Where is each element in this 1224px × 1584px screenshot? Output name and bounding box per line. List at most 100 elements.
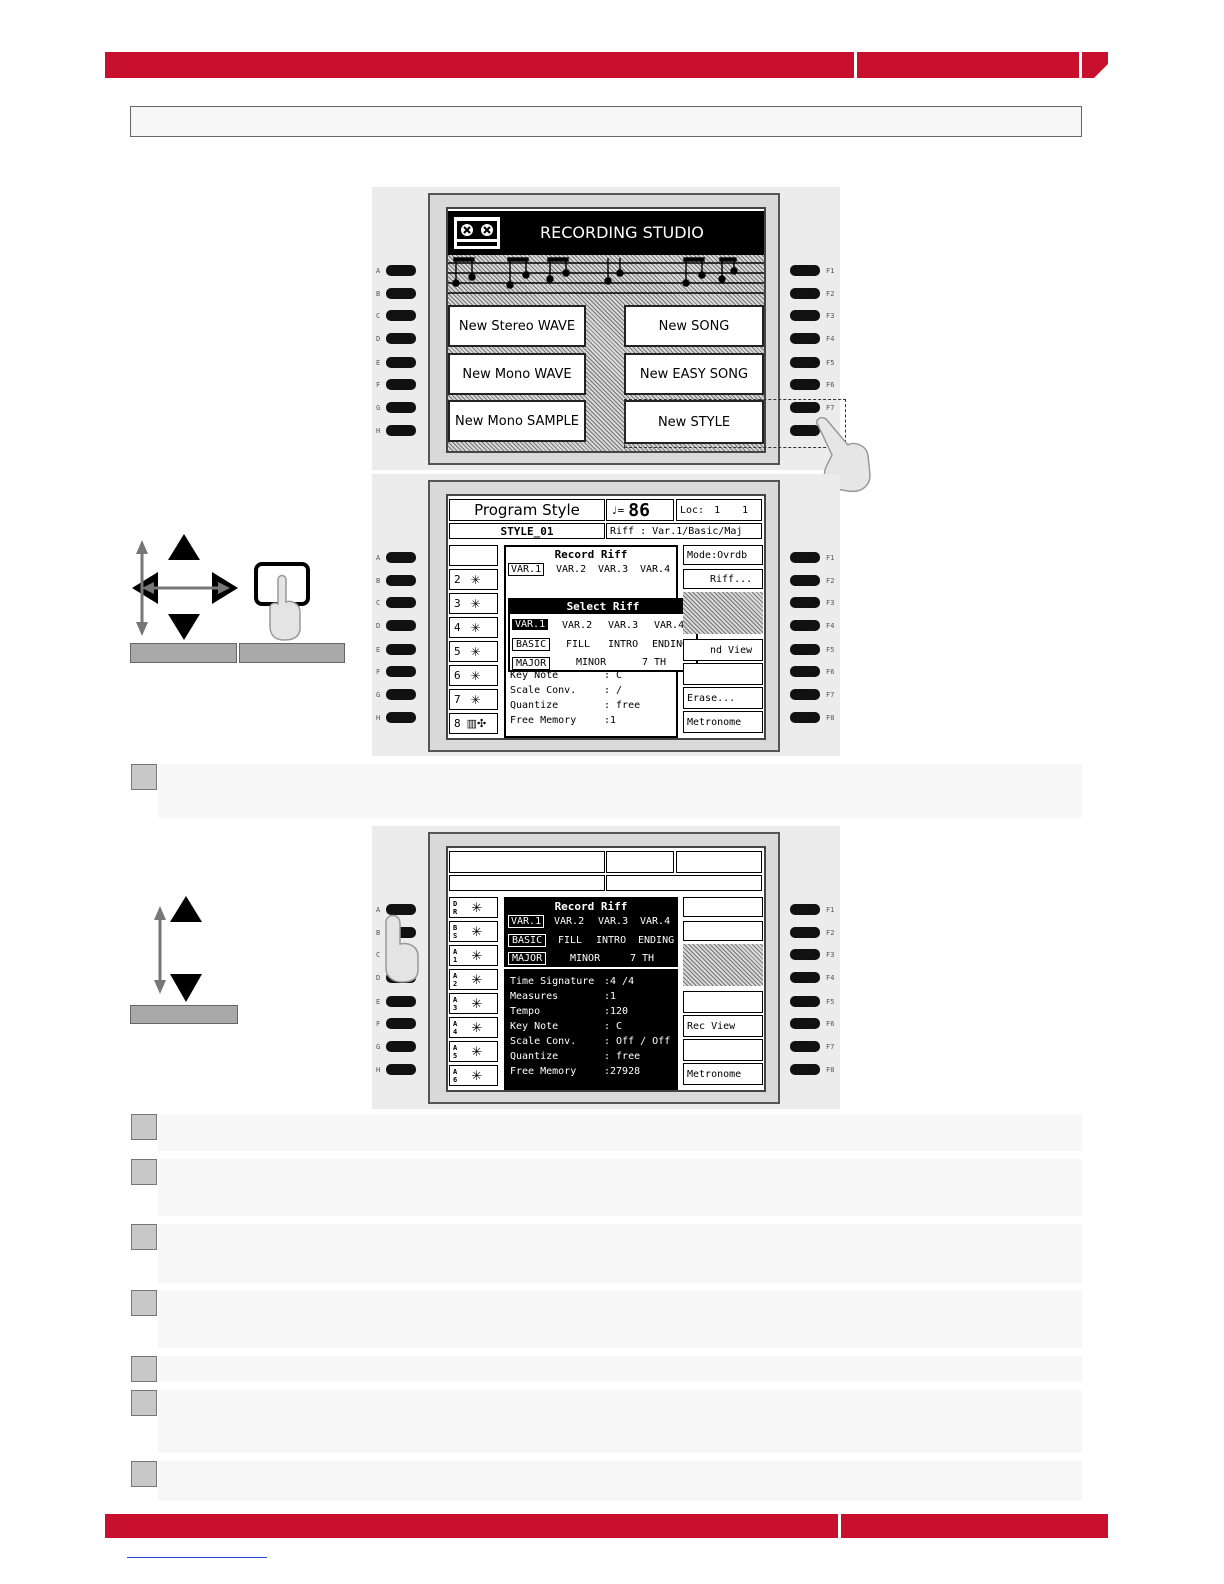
side-key-e[interactable] — [386, 996, 416, 1007]
select-var-3[interactable]: VAR.3 — [608, 620, 639, 631]
side-key-c[interactable] — [386, 597, 416, 608]
select-var-2[interactable]: VAR.2 — [562, 620, 593, 631]
rec-view-button[interactable]: Rec View — [683, 663, 763, 685]
side-key-f7[interactable] — [790, 1041, 820, 1052]
var-3-option[interactable]: VAR.3 — [598, 564, 629, 575]
side-key-a[interactable] — [386, 552, 416, 563]
new-style-button[interactable]: New STYLE — [624, 400, 764, 444]
select-intro[interactable]: INTRO — [608, 639, 639, 650]
side-key-f8[interactable] — [790, 425, 820, 436]
select-7th[interactable]: 7 TH — [642, 657, 667, 668]
side-key-f5[interactable] — [790, 644, 820, 655]
side-key-f4[interactable] — [790, 620, 820, 631]
side-key-c[interactable] — [386, 310, 416, 321]
var-2-option[interactable]: VAR.2 — [554, 916, 585, 927]
minor-option[interactable]: MINOR — [570, 953, 601, 964]
mode-button[interactable]: Mode:Ovrdb — [683, 545, 763, 565]
track-5[interactable]: 5✳ — [449, 641, 498, 662]
new-mono-wave-button[interactable]: New Mono WAVE — [448, 353, 586, 395]
var-1-option[interactable]: VAR.1 — [508, 915, 545, 928]
side-key-d[interactable] — [386, 620, 416, 631]
track-8[interactable]: 8▥✣ — [449, 713, 498, 734]
side-key-f4[interactable] — [790, 333, 820, 344]
side-key-f6[interactable] — [790, 379, 820, 390]
side-key-g[interactable] — [386, 1041, 416, 1052]
side-key-f8[interactable] — [790, 712, 820, 723]
basic-option[interactable]: BASIC — [508, 934, 547, 947]
track-6[interactable]: 6✳ — [449, 665, 498, 686]
side-key-f1[interactable] — [790, 265, 820, 276]
side-key-a[interactable] — [386, 265, 416, 276]
new-easy-song-button[interactable]: New EASY SONG — [624, 353, 764, 395]
side-key-e[interactable] — [386, 357, 416, 368]
side-key-f3[interactable] — [790, 310, 820, 321]
select-major[interactable]: MAJOR — [512, 657, 551, 670]
seventh-option[interactable]: 7 TH — [630, 953, 655, 964]
var-2-option[interactable]: VAR.2 — [556, 564, 587, 575]
new-stereo-wave-button[interactable]: New Stereo WAVE — [448, 305, 586, 347]
sound-view-button[interactable]: nd View — [683, 639, 763, 661]
side-key-f6[interactable] — [790, 1018, 820, 1029]
side-key-f4[interactable] — [790, 972, 820, 983]
side-key-g[interactable] — [386, 689, 416, 700]
select-var-4[interactable]: VAR.4 — [654, 620, 685, 631]
side-key-e[interactable] — [386, 644, 416, 655]
footer-link-underline[interactable] — [127, 1557, 267, 1558]
fill-option[interactable]: FILL — [558, 935, 583, 946]
metronome-button[interactable]: Metronome — [683, 1063, 763, 1085]
riff-button[interactable]: Riff... — [683, 569, 763, 589]
side-key-h[interactable] — [386, 1064, 416, 1075]
select-ending[interactable]: ENDING — [652, 639, 689, 650]
rec-view-button[interactable]: Rec View — [683, 1015, 763, 1037]
side-key-b[interactable] — [386, 288, 416, 299]
side-key-a[interactable] — [386, 904, 416, 915]
new-song-button[interactable]: New SONG — [624, 305, 764, 347]
side-key-f[interactable] — [386, 1018, 416, 1029]
side-key-f2[interactable] — [790, 575, 820, 586]
side-key-f[interactable] — [386, 379, 416, 390]
side-key-f7[interactable] — [790, 402, 820, 413]
select-basic[interactable]: BASIC — [512, 638, 551, 651]
track-7[interactable]: 7✳ — [449, 689, 498, 710]
select-minor[interactable]: MINOR — [576, 657, 607, 668]
side-key-f1[interactable] — [790, 552, 820, 563]
time-signature-value[interactable]: :4 /4 — [604, 976, 635, 987]
metronome-button[interactable]: Metronome — [683, 711, 763, 733]
var-1-option[interactable]: VAR.1 — [508, 563, 545, 576]
side-key-f3[interactable] — [790, 949, 820, 960]
side-key-f3[interactable] — [790, 597, 820, 608]
side-key-b[interactable] — [386, 575, 416, 586]
track-4[interactable]: 4✳ — [449, 617, 498, 638]
select-var-1[interactable]: VAR.1 — [512, 619, 549, 630]
side-key-f5[interactable] — [790, 357, 820, 368]
side-key-g[interactable] — [386, 402, 416, 413]
sound-view-button[interactable]: Sound View — [683, 991, 763, 1013]
track-2[interactable]: 2✳ — [449, 569, 498, 590]
var-4-option[interactable]: VAR.4 — [640, 916, 671, 927]
mode-button[interactable]: Mode:Ovrdb — [683, 897, 763, 917]
track-3[interactable]: 3✳ — [449, 593, 498, 614]
side-key-b[interactable] — [386, 927, 416, 938]
rec-riff-button[interactable]: Rec.Riff... — [683, 921, 763, 941]
track-1[interactable]: 1▥✣ — [449, 545, 498, 566]
side-key-f6[interactable] — [790, 666, 820, 677]
side-key-f[interactable] — [386, 666, 416, 677]
side-key-f2[interactable] — [790, 288, 820, 299]
side-key-f5[interactable] — [790, 996, 820, 1007]
new-mono-sample-button[interactable]: New Mono SAMPLE — [448, 400, 586, 442]
erase-button[interactable]: Erase... — [683, 1039, 763, 1061]
erase-button[interactable]: Erase... — [683, 687, 763, 709]
side-key-h[interactable] — [386, 712, 416, 723]
major-option[interactable]: MAJOR — [508, 952, 547, 965]
side-key-f8[interactable] — [790, 1064, 820, 1075]
ending-option[interactable]: ENDING — [638, 935, 675, 946]
side-key-f7[interactable] — [790, 689, 820, 700]
var-3-option[interactable]: VAR.3 — [598, 916, 629, 927]
